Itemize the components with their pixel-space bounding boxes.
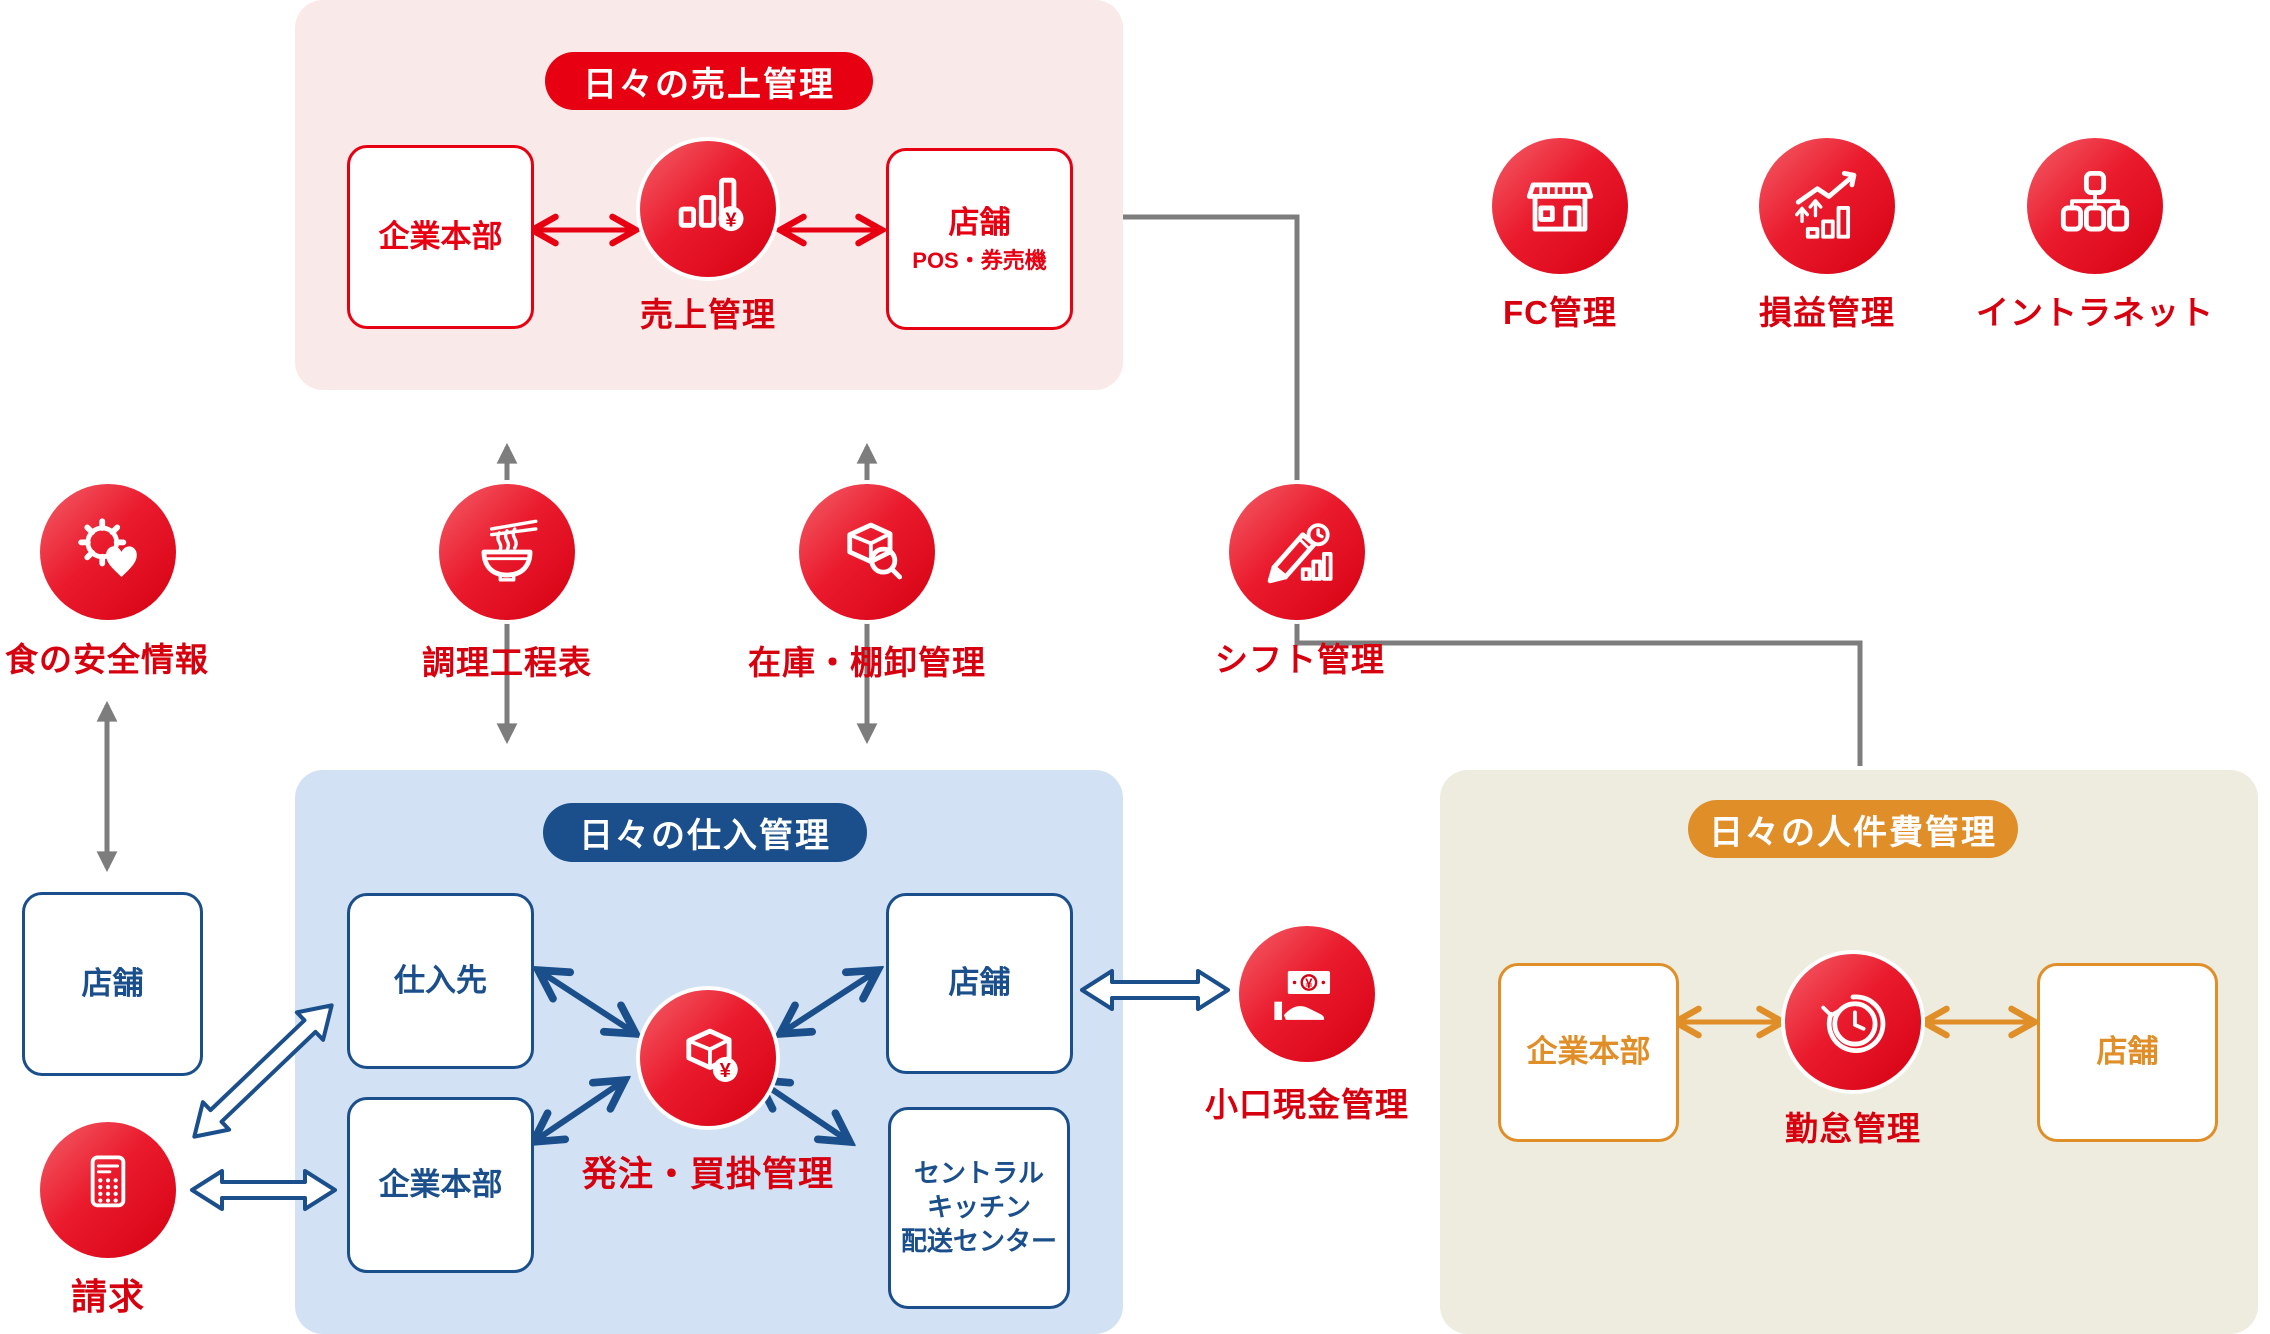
node-label-inventory: 在庫・棚卸管理 bbox=[748, 644, 986, 681]
pill-daily-labor-title: 日々の人件費管理 bbox=[1688, 800, 2018, 858]
box-label: 店舗 bbox=[2096, 1034, 2159, 1070]
growth-chart-icon bbox=[1759, 138, 1895, 274]
node-label-sales-mgmt: 売上管理 bbox=[640, 296, 776, 333]
box-label: 企業本部 bbox=[378, 218, 503, 254]
pill-label: 日々の売上管理 bbox=[583, 65, 835, 104]
pencil-clock-icon bbox=[1229, 484, 1365, 620]
box-magnifier-icon bbox=[799, 484, 935, 620]
box-label-line: セントラル bbox=[913, 1158, 1044, 1189]
node-label-shift: シフト管理 bbox=[1215, 641, 1385, 678]
ramen-bowl-icon bbox=[439, 484, 575, 620]
storefront-icon bbox=[1492, 138, 1628, 274]
block-arrow-store-pettycash bbox=[1080, 969, 1230, 1011]
box-label: 仕入先 bbox=[394, 962, 487, 998]
node-label-cooking: 調理工程表 bbox=[422, 644, 592, 681]
connector-sales-to-shift bbox=[1123, 214, 1300, 520]
node-label-intranet: イントラネット bbox=[1976, 294, 2214, 331]
clock-refresh-icon bbox=[1785, 954, 1921, 1090]
bar-chart-yen-icon: ¥ bbox=[640, 141, 776, 277]
box-label: 店舗 bbox=[948, 204, 1011, 240]
box-sublabel: POS・券売機 bbox=[912, 247, 1047, 273]
box-left-store: 店舗 bbox=[22, 892, 203, 1076]
box-label-line: 配送センター bbox=[900, 1225, 1057, 1256]
svg-text:¥: ¥ bbox=[720, 1060, 732, 1082]
box-label-line: キッチン bbox=[926, 1192, 1031, 1223]
node-label-profit: 損益管理 bbox=[1759, 294, 1895, 331]
node-label-attendance: 勤怠管理 bbox=[1785, 1110, 1921, 1147]
box-sales-store-pos: 店舗 POS・券売機 bbox=[886, 148, 1073, 330]
node-label-ordering: 発注・買掛管理 bbox=[581, 1155, 835, 1194]
node-label-food-safety: 食の安全情報 bbox=[5, 641, 209, 678]
box-labor-store: 店舗 bbox=[2037, 963, 2218, 1142]
connector-shift-to-labor bbox=[1294, 600, 1863, 766]
sitemap-icon bbox=[2027, 138, 2163, 274]
arrow-store-ordering bbox=[786, 974, 872, 1030]
node-label-fc: FC管理 bbox=[1503, 294, 1617, 331]
box-label: 店舗 bbox=[81, 965, 144, 1001]
cash-hand-icon: ¥ bbox=[1239, 926, 1375, 1062]
arrow-supplier-ordering bbox=[544, 974, 630, 1030]
pill-label: 日々の人件費管理 bbox=[1709, 813, 1997, 852]
arrow-central-ordering bbox=[764, 1084, 844, 1138]
box-purchase-store: 店舗 bbox=[886, 893, 1073, 1074]
box-central-kitchen: セントラル キッチン 配送センター bbox=[888, 1107, 1070, 1309]
pill-label: 日々の仕入管理 bbox=[579, 817, 831, 855]
box-purchase-hq: 企業本部 bbox=[347, 1097, 534, 1273]
box-labor-hq: 企業本部 bbox=[1498, 963, 1679, 1142]
box-label: 企業本部 bbox=[378, 1166, 503, 1202]
svg-text:¥: ¥ bbox=[1305, 976, 1313, 991]
block-arrow-billing-hq bbox=[190, 1169, 337, 1211]
svg-text:¥: ¥ bbox=[725, 209, 737, 231]
calculator-icon bbox=[40, 1122, 176, 1258]
box-label: 店舗 bbox=[948, 965, 1011, 1001]
arrow-hq-ordering bbox=[539, 1084, 619, 1138]
box-sales-hq: 企業本部 bbox=[347, 145, 534, 329]
gear-heart-icon bbox=[40, 484, 176, 620]
block-arrow-billing-supplier bbox=[192, 1003, 334, 1139]
box-supplier: 仕入先 bbox=[347, 893, 534, 1069]
box-label: 企業本部 bbox=[1526, 1034, 1651, 1070]
pill-daily-sales-title: 日々の売上管理 bbox=[545, 52, 873, 110]
box-yen-icon: ¥ bbox=[640, 990, 776, 1126]
pill-daily-purchase-title: 日々の仕入管理 bbox=[543, 803, 867, 862]
node-label-billing: 請求 bbox=[70, 1276, 146, 1317]
node-label-petty-cash: 小口現金管理 bbox=[1205, 1086, 1409, 1123]
